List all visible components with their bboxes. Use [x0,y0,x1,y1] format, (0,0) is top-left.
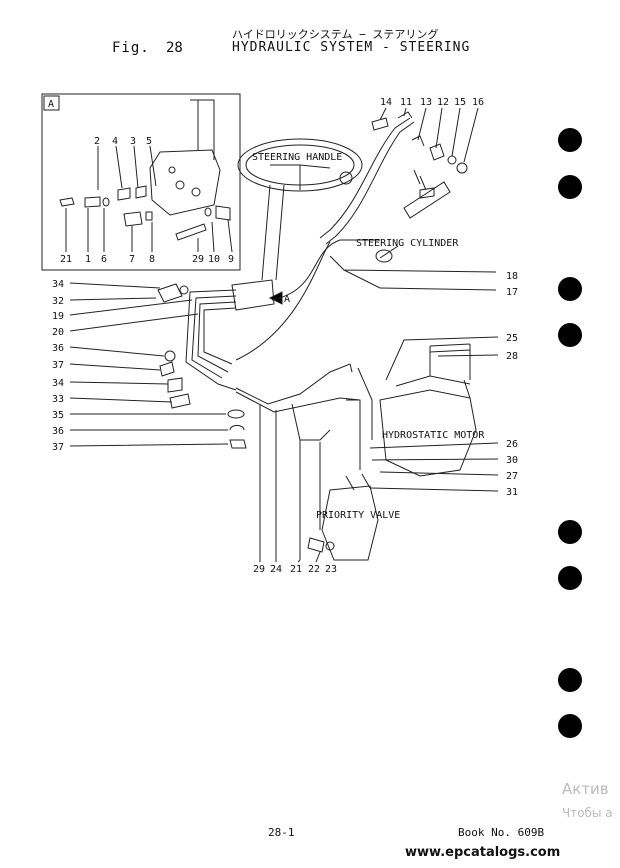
callout: 26 [506,439,518,450]
callout: 27 [506,471,518,482]
label-hydrostatic-motor: HYDROSTATIC MOTOR [382,430,485,441]
binder-hole [558,323,582,347]
priority-valve [321,485,379,561]
orbitrol-valve-block [231,279,275,311]
callout: 8 [149,254,155,265]
callout: 30 [506,455,518,466]
callout: 18 [506,271,518,282]
book-number: Book No. 609B [458,826,545,839]
callout: 19 [52,311,64,322]
binder-hole [558,520,582,544]
binder-hole [558,277,582,301]
callout: 17 [506,287,518,298]
callout: 28 [506,351,518,362]
page-number: 28-1 [268,826,295,839]
callout: 7 [129,254,135,265]
callout: 37 [52,360,64,371]
callout: 35 [52,410,64,421]
callout: 5 [146,136,152,147]
watermark-text: Чтобы а [562,806,613,820]
callout: 23 [325,564,337,575]
detail-box-tag-label: A [48,99,54,110]
binder-hole [558,714,582,738]
callout: 15 [454,97,466,108]
binder-hole [558,566,582,590]
callout: 11 [400,97,412,108]
site-watermark: www.epcatalogs.com [405,845,561,860]
callout: 16 [472,97,484,108]
hydrostatic-motor [379,389,477,477]
callout: 1 [85,254,91,265]
callout: 36 [52,426,64,437]
callout: 33 [52,394,64,405]
callout: 9 [228,254,234,265]
callout: 3 [130,136,136,147]
watermark-text: Актив [562,780,609,798]
callout: 21 [60,254,72,265]
callout: 37 [52,442,64,453]
orbitrol-unit [149,149,221,216]
callout: 34 [52,378,64,389]
callout: 21 [290,564,302,575]
label-steering-handle: STEERING HANDLE [252,152,342,163]
figure-number: 28 [166,40,183,56]
callout: 2 [94,136,100,147]
callout: 32 [52,296,64,307]
callout: 13 [420,97,432,108]
title-japanese: ハイドロリックシステム − ステアリング [232,28,439,41]
callout: 22 [308,564,320,575]
binder-hole [558,128,582,152]
detail-box-tag [43,95,60,111]
callout: 6 [101,254,107,265]
steering-cylinder [403,181,451,219]
label-steering-cylinder: STEERING CYLINDER [356,238,459,249]
callout: 36 [52,343,64,354]
callout: 29 [253,564,265,575]
detail-box-a [41,93,241,271]
callout: 31 [506,487,518,498]
callout: 25 [506,333,518,344]
callout: 34 [52,279,64,290]
callout: 12 [437,97,449,108]
callout: 24 [270,564,282,575]
arrow-a-label: A [284,294,290,305]
label-priority-valve: PRIORITY VALVE [316,510,400,521]
callout: 20 [52,327,64,338]
figure-label: Fig. [112,40,150,56]
steering-knob [339,171,353,185]
binder-hole [558,175,582,199]
callout: 10 [208,254,220,265]
title-english: HYDRAULIC SYSTEM - STEERING [232,40,471,55]
callout: 29 [192,254,204,265]
steering-wheel [237,138,363,192]
binder-hole [558,668,582,692]
callout: 4 [112,136,118,147]
callout: 14 [380,97,392,108]
